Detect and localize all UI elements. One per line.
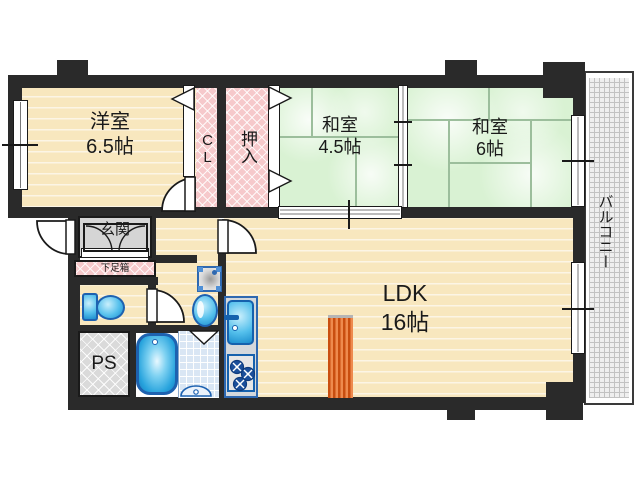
bathtub-faucet-dot <box>152 339 158 345</box>
washitsu45-floor <box>278 85 402 209</box>
wall-hall-stub <box>155 255 197 263</box>
wall-toilet-top <box>68 277 158 285</box>
wall-genkan-right <box>148 217 156 262</box>
tatami-seam <box>448 162 532 164</box>
shoebox-label: 下足箱 <box>100 262 130 274</box>
washitsu6-floor <box>406 85 573 209</box>
washitsu45-size: 4.5帖 <box>318 137 362 157</box>
bathtub <box>136 333 178 395</box>
tatami-seam <box>355 136 357 209</box>
ldk-label: LDK 16帖 <box>340 277 470 339</box>
gas-stove <box>227 354 255 392</box>
pipe-space-label: PS <box>91 353 117 375</box>
shower-floor <box>178 331 219 398</box>
washitsu45-name: 和室 <box>322 114 358 135</box>
washbasin <box>192 294 218 327</box>
closet-cl-label: CL <box>199 132 216 166</box>
genkan-step <box>81 248 149 258</box>
oshiire-floor <box>224 85 270 209</box>
wall-toilet-bottom <box>68 325 219 333</box>
kitchen-faucet <box>224 315 239 320</box>
wall-cl-oshiire <box>217 85 226 209</box>
washitsu6-label: 和室 6帖 <box>430 110 550 166</box>
balcony-label: バルコニー <box>596 193 614 269</box>
tatami-seam <box>448 119 450 209</box>
washitsu-ldk-sliding-door <box>278 206 402 219</box>
washing-machine-pan-corner <box>216 286 221 291</box>
tatami-seam <box>278 136 402 138</box>
balcony-deck <box>589 78 629 398</box>
western-room-floor <box>20 85 197 209</box>
wall-toilet-right-b <box>148 320 156 333</box>
washitsu45-label: 和室 4.5帖 <box>280 108 400 164</box>
ldk-name: LDK <box>382 280 428 307</box>
western-room-size: 6.5帖 <box>86 136 134 158</box>
washitsu6-name: 和室 <box>472 116 508 137</box>
washing-machine-pan-corner <box>216 267 221 272</box>
kitchen-sink-drain <box>232 325 238 331</box>
wall-toilet-right-a <box>148 262 156 292</box>
pillar-top-left <box>57 60 88 76</box>
ldk-floor <box>224 217 574 398</box>
wall-washroom-ldk <box>218 253 226 398</box>
washbasin-highlight <box>197 301 204 318</box>
genkan-label: 玄関 <box>99 220 130 238</box>
shoebox: 下足箱 <box>74 260 156 277</box>
oshiire-fusuma <box>268 85 280 208</box>
wall-ps-right <box>128 333 136 397</box>
ldk-size: 16帖 <box>380 309 430 335</box>
front-door-swing <box>36 220 71 255</box>
toilet-bowl <box>96 295 125 320</box>
closet-cl-floor <box>196 85 219 209</box>
tatami-seam <box>530 119 532 209</box>
pipe-space: PS <box>78 331 130 397</box>
washing-machine-pan-corner <box>198 286 203 291</box>
kitchen-sink <box>227 300 254 345</box>
washitsu6-size: 6帖 <box>475 139 504 159</box>
kitchen-counter <box>328 315 353 398</box>
washing-machine-dot <box>212 270 217 275</box>
western-room-name: 洋室 <box>90 111 130 133</box>
tatami-seam <box>311 85 313 138</box>
window-western-left <box>13 100 28 190</box>
washing-machine-pan-corner <box>198 267 203 272</box>
wall-bottom <box>68 397 583 410</box>
oshiire-label: 押入 <box>238 130 257 164</box>
window-ldk-balcony <box>571 262 585 354</box>
wall-top <box>8 75 585 88</box>
pillar-top-mid <box>445 60 477 76</box>
window-washitsu6-balcony <box>571 115 585 207</box>
pillar-bottom-mid <box>447 405 475 420</box>
tatami-seam <box>488 85 490 121</box>
western-room-label: 洋室 6.5帖 <box>30 102 190 168</box>
